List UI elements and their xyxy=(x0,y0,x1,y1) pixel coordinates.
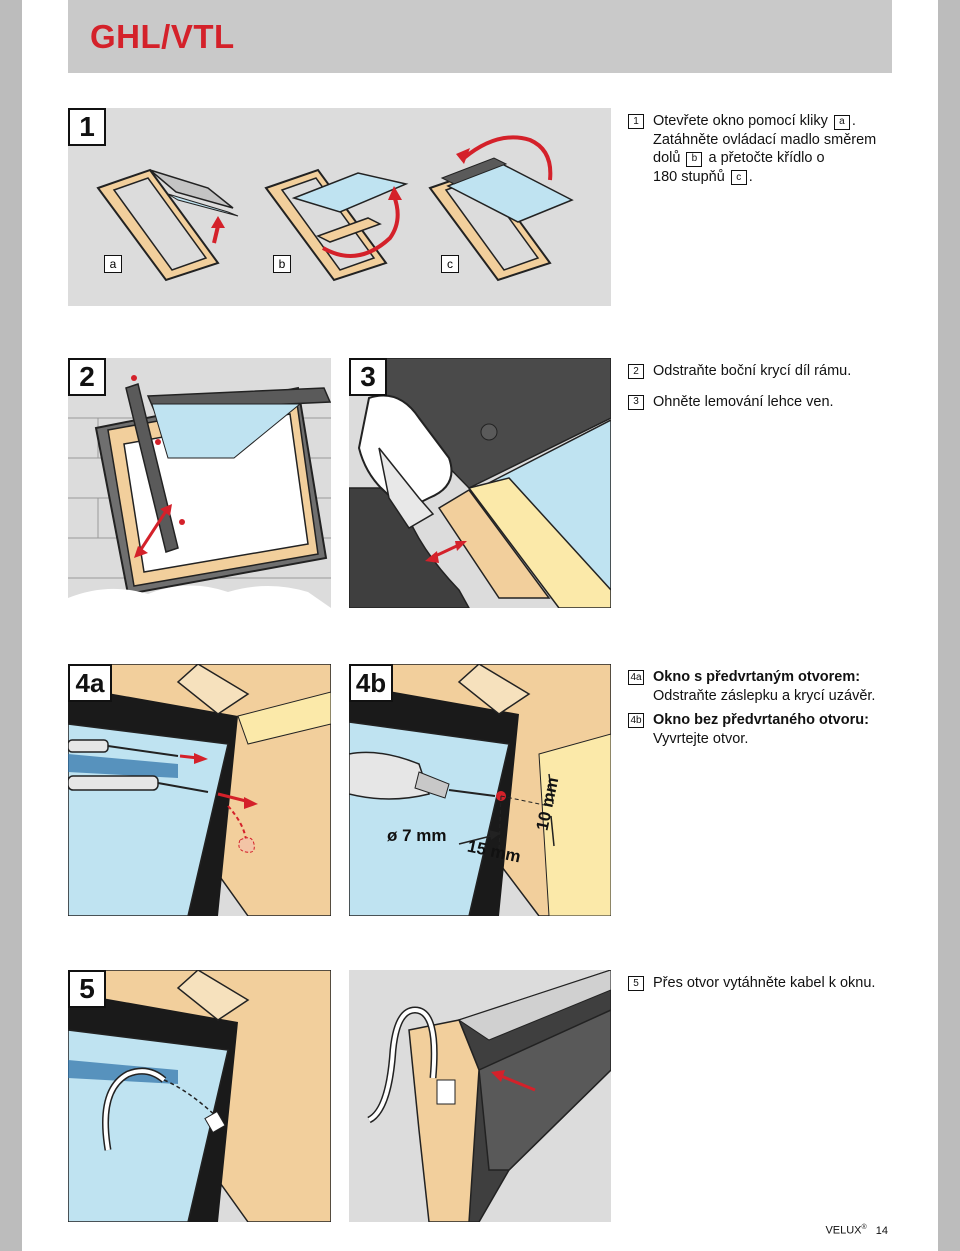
page-title: GHL/VTL xyxy=(90,18,235,56)
step-1-line-2: Zatáhněte ovládací madlo směrem xyxy=(653,132,876,148)
window-rotation-illustration xyxy=(68,108,611,306)
step-2-text: Odstraňte boční krycí díl rámu. xyxy=(653,362,851,381)
page-footer: VELUX® 14 xyxy=(825,1224,888,1237)
step-4a-illustration: 4a xyxy=(68,664,331,916)
label-a: a xyxy=(104,255,122,273)
step-5-illustration-right xyxy=(349,970,611,1222)
ref-step-1: 1 xyxy=(628,114,644,129)
step-5-badge: 5 xyxy=(68,970,106,1008)
step-4-instruction: 4a Okno s předvrtaným otvorem: Odstraňte… xyxy=(628,668,888,750)
dim-diameter: ø 7 mm xyxy=(387,826,447,846)
step-3-illustration: 3 xyxy=(349,358,611,608)
registered-mark: ® xyxy=(862,1224,867,1231)
ref-step-4a: 4a xyxy=(628,670,644,685)
step-1-line-1: Otevřete okno pomocí kliky xyxy=(653,113,828,129)
step-2-3-instruction: 2 Odstraňte boční krycí díl rámu. 3 Ohně… xyxy=(628,362,888,413)
step-1-instruction: 1 Otevřete okno pomocí kliky a. Zatáhnět… xyxy=(628,112,888,188)
step-5-illustration-left: 5 xyxy=(68,970,331,1222)
step-3-badge: 3 xyxy=(349,358,387,396)
ref-b: b xyxy=(686,152,702,167)
page-number: 14 xyxy=(876,1225,888,1237)
step-4b-illustration: 4b ø 7 mm 15 mm 10 mm xyxy=(349,664,611,916)
ref-a: a xyxy=(834,115,850,130)
step-4b-badge: 4b xyxy=(349,664,393,702)
label-c: c xyxy=(441,255,459,273)
ref-step-4b: 4b xyxy=(628,713,644,728)
frame-cover-removal-illustration xyxy=(68,358,331,608)
step-4a-title: Okno s předvrtaným otvorem: xyxy=(653,668,875,687)
step-2-illustration: 2 xyxy=(68,358,331,608)
step-1-line-3a: dolů xyxy=(653,150,680,166)
step-4a-text: Odstraňte záslepku a krycí uzávěr. xyxy=(653,687,875,706)
cable-to-window-illustration xyxy=(349,970,611,1222)
ref-c: c xyxy=(731,170,747,185)
bend-flashing-illustration xyxy=(349,358,611,608)
cable-through-hole-illustration xyxy=(68,970,331,1222)
step-2-badge: 2 xyxy=(68,358,106,396)
step-1-badge: 1 xyxy=(68,108,106,146)
step-5-instruction: 5 Přes otvor vytáhněte kabel k oknu. xyxy=(628,974,888,995)
ref-step-5: 5 xyxy=(628,976,644,991)
step-3-text: Ohněte lemování lehce ven. xyxy=(653,393,834,412)
step-1-line-3b: a přetočte křídlo o xyxy=(708,150,824,166)
step-1-line-4: 180 stupňů xyxy=(653,169,725,185)
ref-step-2: 2 xyxy=(628,364,644,379)
step-5-text: Přes otvor vytáhněte kabel k oknu. xyxy=(653,974,875,993)
step-1-illustration: 1 a b c xyxy=(68,108,611,306)
step-4a-badge: 4a xyxy=(68,664,112,702)
step-4b-title: Okno bez předvrtaného otvoru: xyxy=(653,711,869,730)
left-margin-bar xyxy=(0,0,22,1251)
brand-name: VELUX xyxy=(825,1225,861,1237)
step-4b-text: Vyvrtejte otvor. xyxy=(653,730,869,749)
ref-step-3: 3 xyxy=(628,395,644,410)
page-header: GHL/VTL xyxy=(68,0,892,73)
label-b: b xyxy=(273,255,291,273)
right-margin-bar xyxy=(938,0,960,1251)
